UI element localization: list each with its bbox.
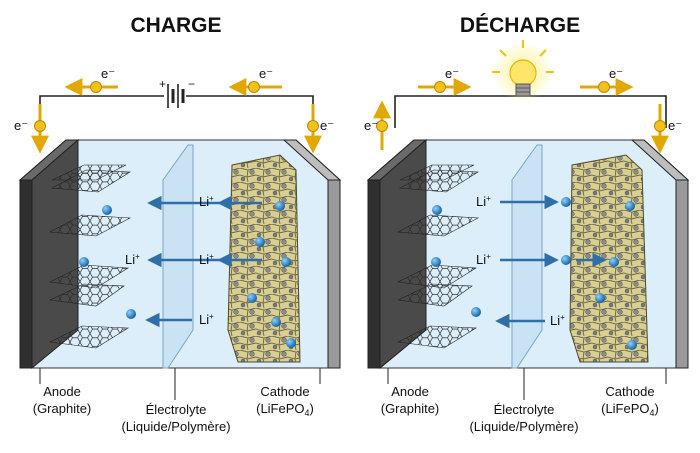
cathode-sublabel: (LiFePO4) (601, 401, 659, 418)
electron-label: e⁻ (320, 118, 334, 133)
ion-arrow: Li+ Li+ (125, 252, 262, 268)
electron-label: e⁻ (364, 118, 378, 133)
svg-text:Li+: Li+ (550, 313, 565, 328)
panel-title: DÉCHARGE (460, 14, 580, 37)
svg-text:Li+: Li+ (199, 312, 214, 327)
ion-arrow: Li+ (145, 312, 214, 328)
electron-top-right: e⁻ (580, 66, 634, 96)
electron-label: e⁻ (101, 66, 115, 81)
electrolyte-label: Électrolyte (494, 402, 555, 417)
li-ions (79, 201, 296, 348)
graphite-layers (48, 164, 132, 349)
electrolyte-sublabel: (Liquide/Polymère) (469, 419, 578, 434)
panel-title: CHARGE (130, 14, 221, 37)
cathode-label: Cathode (605, 384, 654, 399)
electron-side-left: e⁻ (364, 100, 391, 150)
svg-text:Li+: Li+ (199, 252, 214, 267)
svg-text:Li+: Li+ (476, 194, 491, 209)
cell-body (366, 138, 690, 370)
electron-label: e⁻ (609, 66, 623, 81)
electrolyte-label: Électrolyte (146, 402, 207, 417)
electron-side-right: e⁻ (304, 104, 334, 154)
svg-text:−: − (188, 77, 195, 91)
li-ion (102, 205, 112, 215)
svg-text:Li+: Li+ (476, 252, 491, 267)
cathode-plate (327, 179, 341, 369)
li-ion (431, 257, 441, 267)
electron-label: e⁻ (14, 118, 28, 133)
cathode-label: Cathode (260, 384, 309, 399)
electron-side-left: e⁻ (14, 104, 49, 154)
li-ion (471, 307, 481, 317)
anode-label: Anode (391, 384, 429, 399)
anode-plate (367, 179, 381, 369)
ion-arrow: Li+ (147, 194, 262, 211)
ion-arrow: Li+ (476, 194, 559, 210)
anode-plate (19, 179, 33, 369)
panel-charge: CHARGE + − e⁻ e⁻ e⁻ (14, 14, 342, 434)
cell-body (18, 138, 342, 370)
li-ion (126, 309, 136, 319)
cathode-material (569, 154, 649, 363)
electron-label: e⁻ (445, 66, 459, 81)
electron-label: e⁻ (668, 118, 682, 133)
svg-text:Li+: Li+ (125, 252, 140, 267)
separator (511, 144, 543, 369)
battery-icon: + − (159, 77, 195, 108)
anode-sublabel: (Graphite) (381, 401, 440, 416)
li-ion (432, 205, 442, 215)
electron-top-left: e⁻ (418, 66, 472, 96)
li-ion (79, 257, 89, 267)
separator (162, 144, 194, 369)
li-ions (431, 197, 637, 350)
electrolyte-sublabel: (Liquide/Polymère) (121, 419, 230, 434)
ion-arrow: Li+ (495, 313, 565, 329)
light-bulb-icon (492, 40, 554, 102)
cathode-sublabel: (LiFePO4) (256, 401, 314, 418)
electron-side-right: e⁻ (651, 104, 682, 154)
electron-label: e⁻ (259, 66, 273, 81)
anode-label: Anode (43, 384, 81, 399)
electron-top-left: e⁻ (64, 66, 118, 96)
electron-top-right: e⁻ (228, 66, 282, 96)
svg-text:Li+: Li+ (199, 194, 214, 209)
ion-arrow: Li+ (476, 252, 607, 268)
svg-text:+: + (159, 77, 166, 91)
anode-sublabel: (Graphite) (33, 401, 92, 416)
cathode-plate (675, 179, 689, 369)
graphite-layers (396, 164, 480, 349)
panel-decharge: DÉCHARGE e⁻ e⁻ (364, 14, 690, 434)
